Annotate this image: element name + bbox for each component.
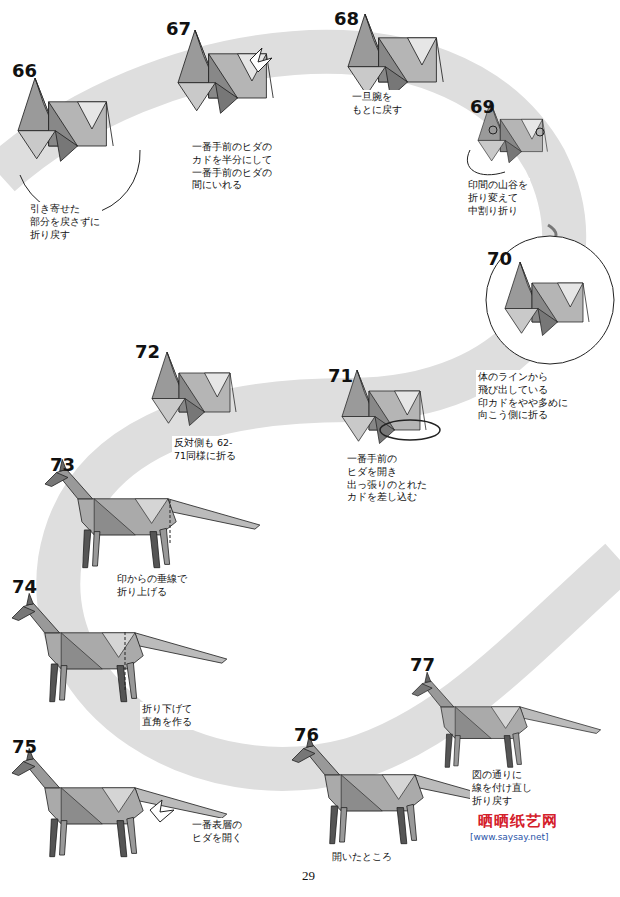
step-instruction: 開いたところ: [330, 850, 394, 865]
step-number: 71: [328, 367, 353, 385]
page-number: 29: [302, 868, 315, 884]
step-number: 67: [166, 20, 191, 38]
watermark: 晒晒纸艺网: [478, 812, 558, 831]
step-instruction: 一旦腕を もとに戻す: [350, 90, 404, 118]
step-instruction: 一番手前の ヒダを開き 出っ張りのとれた カドを差し込む: [345, 452, 429, 505]
step-instruction: 印からの垂線で 折り上げる: [115, 572, 189, 600]
step-instruction: 一番手前のヒダの カドを半分にして 一番手前のヒダの 間にいれる: [190, 140, 274, 193]
step-instruction: 折り下げて 直角を作る: [140, 702, 194, 730]
step-number: 66: [12, 62, 37, 80]
step-instruction: 反対側も 62-71同様に折る: [172, 436, 238, 464]
step-number: 76: [294, 726, 319, 744]
step-number: 72: [135, 343, 160, 361]
step-instruction: 体のラインから 飛び出している 印カドをやや多めに 向こう側に折る: [476, 370, 570, 423]
step-number: 69: [470, 98, 495, 116]
step-number: 68: [334, 10, 359, 28]
step-number: 77: [410, 656, 435, 674]
step-instruction: 引き寄せた 部分を戻さずに 折り戻す: [28, 202, 102, 242]
step-number: 75: [12, 738, 37, 756]
step-number: 70: [487, 250, 512, 268]
step-instruction: 一番表層の ヒダを開く: [190, 818, 244, 846]
step-instruction: 図の通りに 線を付け直し 折り戻す: [470, 768, 534, 808]
step-number: 73: [50, 456, 75, 474]
step-number: 74: [12, 578, 37, 596]
step-instruction: 印間の山谷を 折り変えて 中割り折り: [466, 178, 530, 218]
watermark-url: [www.saysay.net]: [470, 832, 549, 842]
